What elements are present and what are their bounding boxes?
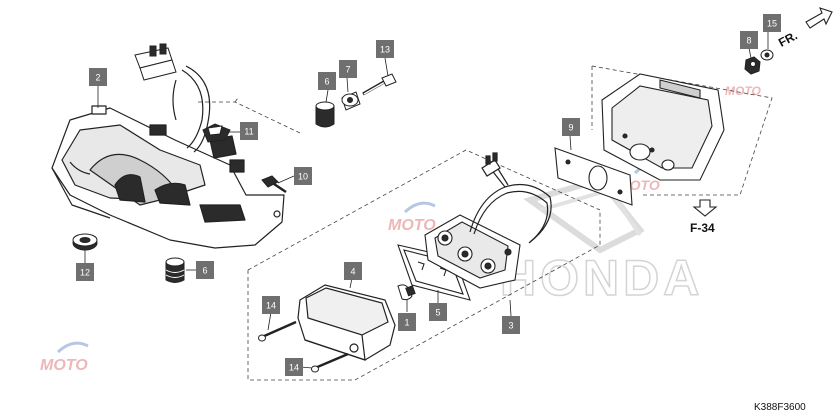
callout-number: 7 bbox=[345, 65, 350, 75]
callout-number: 2 bbox=[95, 73, 100, 83]
diagram-code: K388F3600 bbox=[754, 402, 806, 413]
callout-box bbox=[262, 296, 280, 314]
callout-box bbox=[285, 358, 303, 376]
bulb-part bbox=[397, 284, 416, 301]
honda-watermark: HONDA bbox=[499, 176, 703, 307]
callout-number: 3 bbox=[508, 321, 513, 331]
svg-text:HONDA: HONDA bbox=[500, 250, 703, 306]
rubber-washer bbox=[72, 233, 98, 251]
callout-number: 8 bbox=[746, 36, 751, 46]
callout-6: 6 bbox=[196, 261, 214, 279]
callout-12: 12 bbox=[76, 263, 94, 281]
callout-6: 6 bbox=[318, 72, 336, 90]
svg-text:MOTO: MOTO bbox=[388, 217, 436, 234]
screw-part bbox=[261, 175, 287, 194]
callout-number: 5 bbox=[435, 308, 440, 318]
callout-number: 14 bbox=[266, 301, 276, 311]
washer-part bbox=[760, 49, 774, 61]
grommet-upper bbox=[315, 101, 335, 128]
bolt-part bbox=[362, 73, 397, 96]
socket-wiring bbox=[469, 152, 552, 244]
callout-box bbox=[196, 261, 214, 279]
callout-box bbox=[318, 72, 336, 90]
front-direction-indicator: FR. bbox=[776, 7, 833, 50]
callout-number: 6 bbox=[202, 266, 207, 276]
collar-part bbox=[341, 91, 361, 111]
callout-1: 1 bbox=[398, 313, 416, 331]
leader-lines bbox=[84, 30, 769, 369]
svg-text:F-34: F-34 bbox=[690, 221, 715, 235]
group-outline-taillight bbox=[247, 149, 601, 381]
clip-part bbox=[202, 123, 231, 143]
callout-11: 11 bbox=[240, 122, 258, 140]
callout-box bbox=[294, 167, 312, 185]
license-light-gasket bbox=[554, 147, 633, 206]
grommet-lower bbox=[165, 257, 185, 283]
callout-box bbox=[740, 31, 758, 49]
callout-box bbox=[763, 14, 781, 32]
callout-box bbox=[344, 262, 362, 280]
callout-15: 15 bbox=[763, 14, 781, 32]
callout-14: 14 bbox=[262, 296, 280, 314]
callout-number: 13 bbox=[380, 45, 390, 55]
license-light-housing bbox=[601, 73, 725, 181]
reference-arrow-f34: F-34 bbox=[690, 199, 718, 235]
callout-box bbox=[76, 263, 94, 281]
wire-connectors bbox=[134, 43, 177, 81]
group-outline-license-light bbox=[591, 65, 773, 196]
callout-number: 12 bbox=[80, 268, 90, 278]
callout-14: 14 bbox=[285, 358, 303, 376]
callout-2: 2 bbox=[89, 68, 107, 86]
callout-box bbox=[429, 303, 447, 321]
socket-base bbox=[424, 214, 521, 289]
callout-10: 10 bbox=[294, 167, 312, 185]
nut-part bbox=[744, 56, 761, 75]
svg-text:MOTO: MOTO bbox=[40, 357, 88, 374]
wiring-harness bbox=[172, 65, 211, 153]
callout-number: 1 bbox=[404, 318, 409, 328]
callout-9: 9 bbox=[562, 118, 580, 136]
callout-box bbox=[398, 313, 416, 331]
callout-13: 13 bbox=[376, 40, 394, 58]
callout-4: 4 bbox=[344, 262, 362, 280]
lens-screw-upper bbox=[258, 320, 297, 342]
callout-number: 9 bbox=[568, 123, 573, 133]
group-outline-housing bbox=[198, 97, 301, 134]
callout-number: 14 bbox=[289, 363, 299, 373]
callout-box bbox=[562, 118, 580, 136]
callout-number: 6 bbox=[324, 77, 329, 87]
callout-8: 8 bbox=[740, 31, 758, 49]
callout-3: 3 bbox=[502, 316, 520, 334]
lens-screw-lower bbox=[311, 352, 349, 373]
callout-number: 15 bbox=[767, 19, 777, 29]
callout-box bbox=[376, 40, 394, 58]
taillight-housing bbox=[51, 105, 285, 249]
callout-7: 7 bbox=[339, 60, 357, 78]
callout-number: 11 bbox=[244, 127, 253, 137]
callout-box bbox=[339, 60, 357, 78]
callout-5: 5 bbox=[429, 303, 447, 321]
callout-box bbox=[502, 316, 520, 334]
callout-number: 4 bbox=[350, 267, 355, 277]
taillight-lens bbox=[297, 284, 396, 361]
callout-box bbox=[240, 122, 258, 140]
callout-number: 10 bbox=[298, 172, 308, 182]
callout-box bbox=[89, 68, 107, 86]
